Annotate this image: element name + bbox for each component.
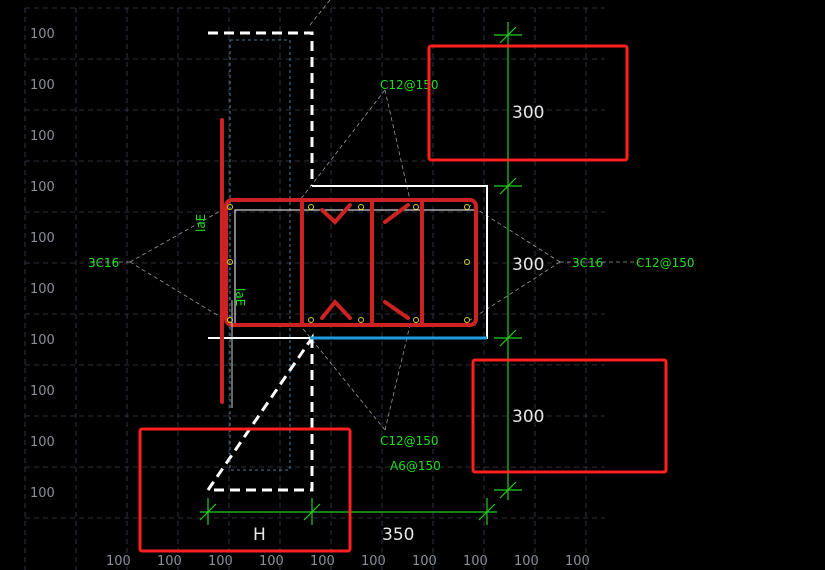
highlight-box-bottom-left <box>138 427 352 553</box>
right-bars-label: 3C16 <box>572 256 603 270</box>
construction-lines <box>90 0 640 431</box>
highlight-boxes <box>138 44 668 553</box>
grid-label-bottom: 100 <box>565 554 590 569</box>
dim-300-mid: 300 <box>512 255 544 275</box>
grid-label-bottom: 100 <box>157 554 182 569</box>
bottom-stirrup-label: C12@150 <box>380 434 439 448</box>
rebar-group <box>220 118 478 404</box>
grid-label-bottom: 100 <box>106 554 131 569</box>
bar-nodes <box>227 204 470 323</box>
grid-label-left: 100 <box>30 282 55 297</box>
grid-label-left: 100 <box>30 435 55 450</box>
dim-h: H <box>253 525 266 545</box>
anchorage-label-2: laE <box>233 288 247 306</box>
dim-350: 350 <box>382 525 414 545</box>
column-outline <box>205 31 314 492</box>
grid-label-bottom: 100 <box>412 554 437 569</box>
dim-300-top: 300 <box>512 103 544 123</box>
grid-label-bottom: 100 <box>361 554 386 569</box>
grid-label-bottom: 100 <box>208 554 233 569</box>
grid-label-left: 100 <box>30 486 55 501</box>
annotations: C12@150 3C16 3C16 C12@150 C12@150 A6@150… <box>88 78 695 473</box>
grid <box>24 7 605 570</box>
vertical-dimension-text: 300 300 300 <box>512 103 544 427</box>
left-bars-label: 3C16 <box>88 256 119 270</box>
grid-labels: 100 100 100 100 100 100 100 100 100 100 100 100 100 1… <box>30 27 590 569</box>
grid-label-bottom: 100 <box>514 554 539 569</box>
grid-label-left: 100 <box>30 78 55 93</box>
tie-label: A6@150 <box>390 459 441 473</box>
grid-label-left: 100 <box>30 384 55 399</box>
grid-label-left: 100 <box>30 180 55 195</box>
grid-label-left: 100 <box>30 231 55 246</box>
dim-300-bottom: 300 <box>512 407 544 427</box>
grid-label-left: 100 <box>30 27 55 42</box>
right-stirrup-label: C12@150 <box>636 256 695 270</box>
top-stirrup-label: C12@150 <box>380 78 439 92</box>
grid-label-bottom: 100 <box>259 554 284 569</box>
grid-label-bottom: 100 <box>463 554 488 569</box>
vertical-dimension <box>494 22 522 500</box>
horizontal-dimension-text: H 350 <box>253 525 414 545</box>
grid-label-left: 100 <box>30 333 55 348</box>
anchorage-label-1: laE <box>194 214 208 232</box>
highlight-box-bottom-right <box>471 358 668 474</box>
grid-label-bottom: 100 <box>310 554 335 569</box>
grid-label-left: 100 <box>30 129 55 144</box>
highlight-box-top-right <box>427 44 629 162</box>
